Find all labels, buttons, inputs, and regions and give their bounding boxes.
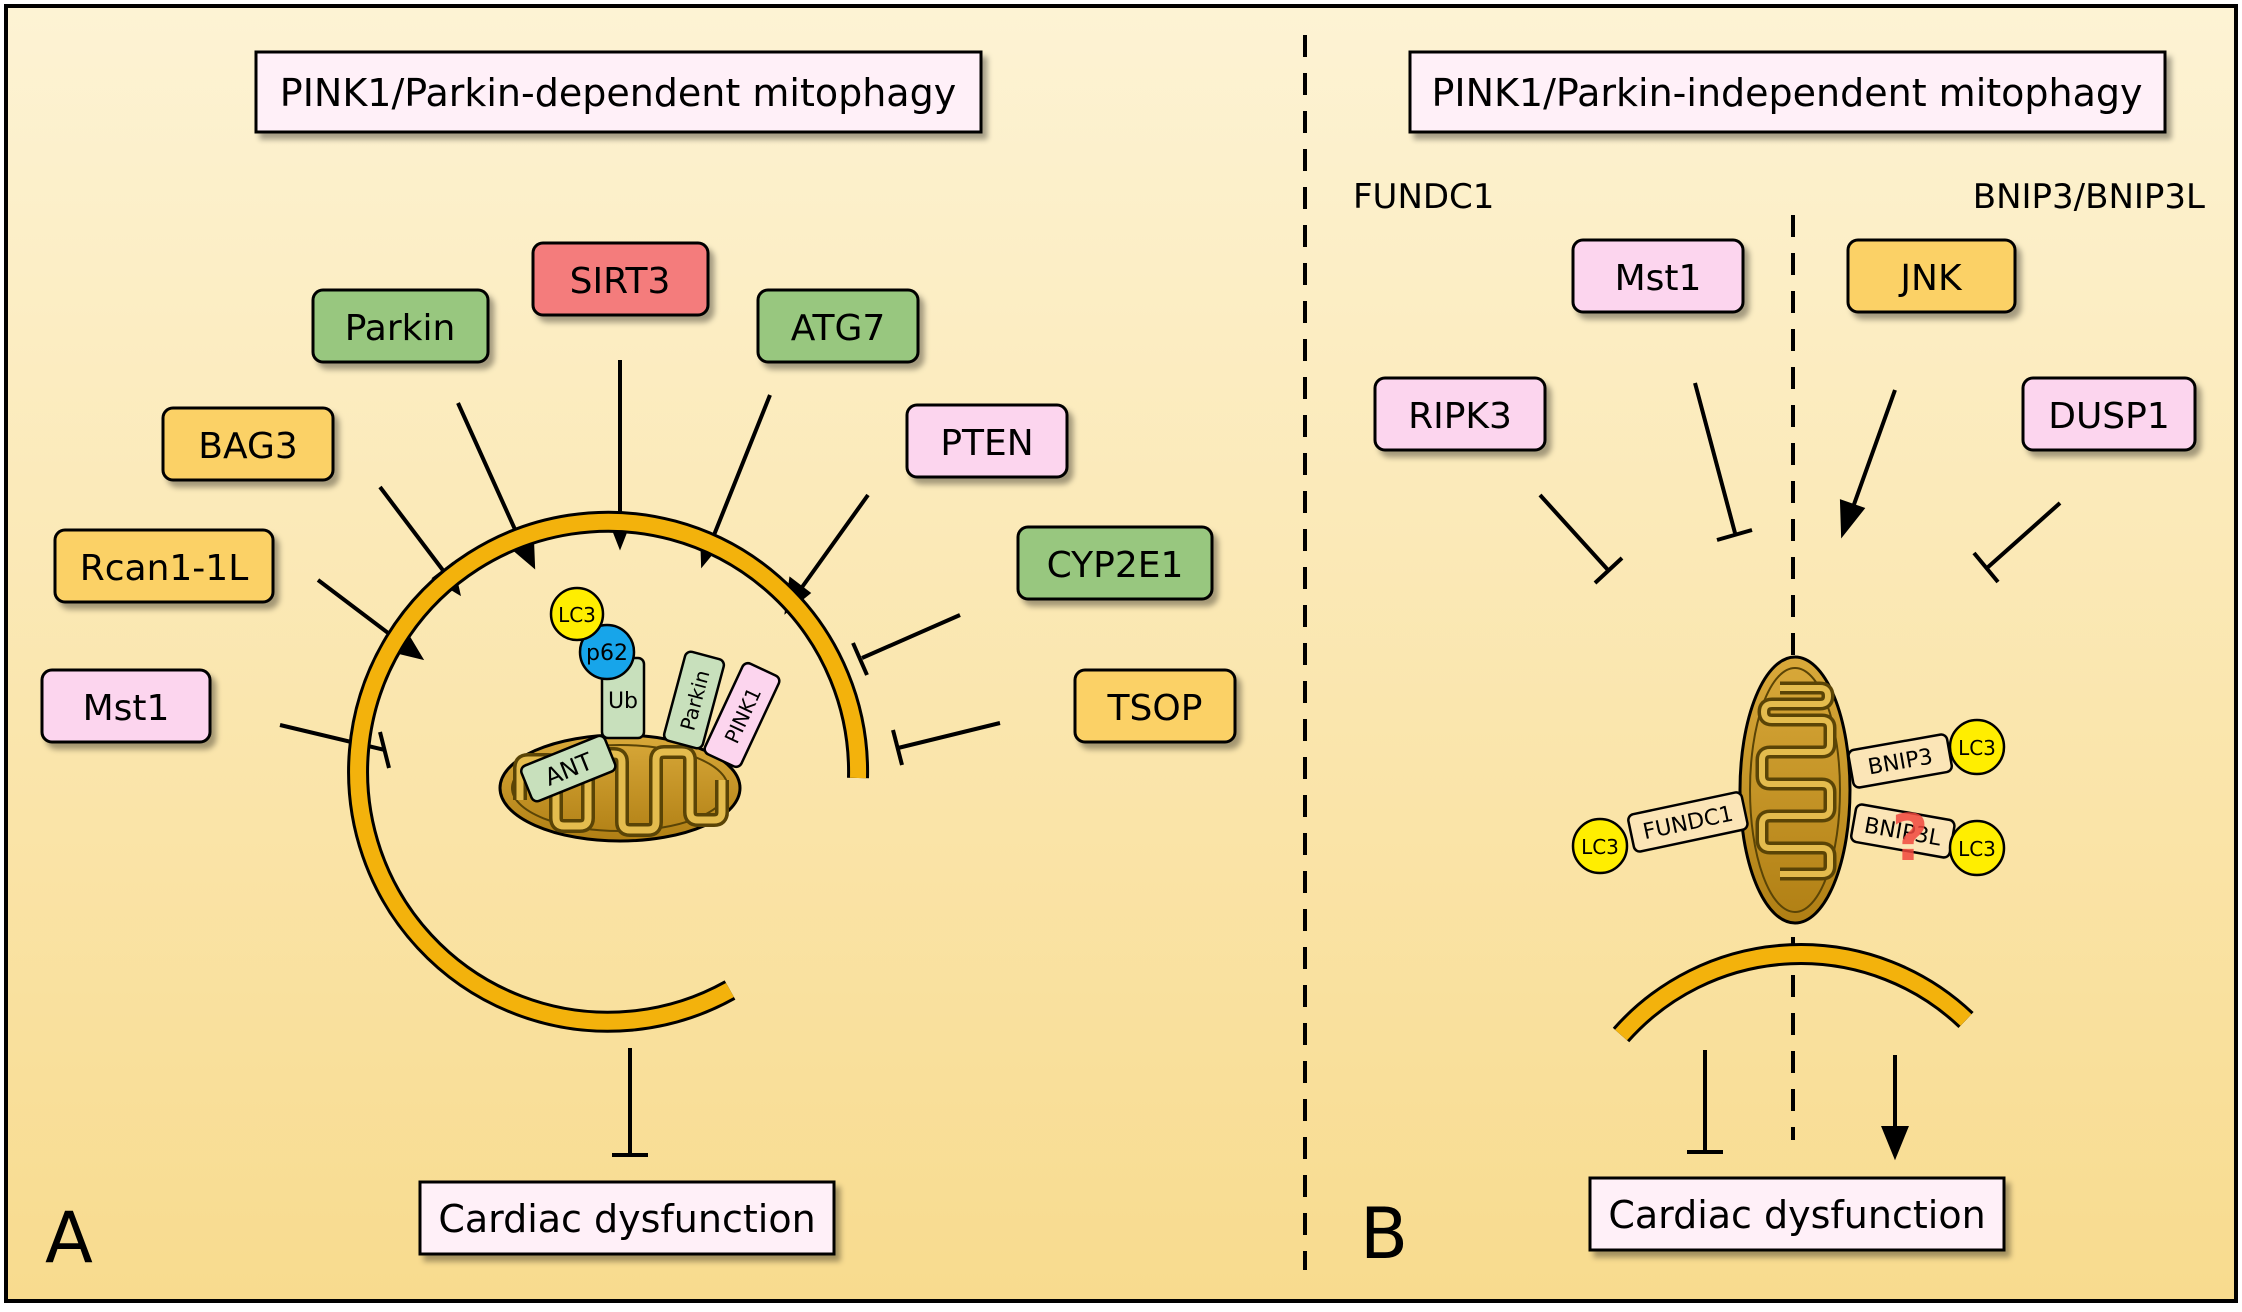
protein-lc3-fundc1: LC3: [1571, 817, 1629, 875]
question-mark: ?: [1891, 802, 1928, 876]
svg-text:RIPK3: RIPK3: [1408, 396, 1512, 437]
svg-text:Parkin: Parkin: [345, 308, 456, 349]
svg-text:Rcan1-1L: Rcan1-1L: [80, 548, 249, 589]
svg-text:TSOP: TSOP: [1107, 688, 1203, 729]
regulator-pten: PTEN: [905, 403, 1069, 479]
protein-parkin: Parkin: [662, 650, 726, 750]
svg-text:BAG3: BAG3: [198, 426, 298, 467]
regulator-mst1-b: Mst1: [1571, 238, 1745, 314]
svg-text:DUSP1: DUSP1: [2048, 396, 2170, 437]
panel-b: PINK1/Parkin-independent mitophagy FUNDC…: [1353, 50, 2205, 1275]
figure-background: [4, 4, 2238, 1303]
protein-fundc1: FUNDC1: [1627, 791, 1749, 853]
outcome-arrows-b: [1687, 1050, 1909, 1161]
protein-p62: p62: [578, 623, 636, 681]
panel-b-title: PINK1/Parkin-independent mitophagy: [1431, 71, 2142, 115]
panel-b-outcome: Cardiac dysfunction: [1608, 1193, 1985, 1237]
outcome-arrow-a: [612, 1048, 648, 1157]
regulator-dusp1: DUSP1: [2021, 376, 2197, 452]
svg-text:Ub: Ub: [608, 689, 638, 714]
panel-b-title-box: [1408, 50, 2167, 134]
panel-a-letter: A: [45, 1197, 93, 1279]
panel-a-outcome: Cardiac dysfunction: [438, 1197, 815, 1241]
protein-lc3-bnip3: LC3: [1948, 718, 2006, 776]
fundc1-pathway-label: FUNDC1: [1353, 177, 1494, 217]
regulator-tsop: TSOP: [1073, 668, 1237, 744]
panel-a-title: PINK1/Parkin-dependent mitophagy: [280, 71, 956, 115]
svg-text:CYP2E1: CYP2E1: [1047, 545, 1184, 586]
panel-a-title-box: [254, 50, 983, 134]
regulator-rcan1-1l: Rcan1-1L: [53, 528, 275, 604]
svg-text:LC3: LC3: [1581, 835, 1619, 859]
svg-text:PTEN: PTEN: [940, 423, 1033, 464]
regulator-bag3: BAG3: [161, 406, 335, 482]
panel-a-outcome-box: [418, 1180, 836, 1256]
svg-text:SIRT3: SIRT3: [570, 261, 671, 302]
svg-text:ATG7: ATG7: [791, 308, 886, 349]
panel-b-letter: B: [1360, 1193, 1408, 1275]
svg-text:LC3: LC3: [1958, 736, 1996, 760]
svg-text:LC3: LC3: [558, 603, 596, 627]
svg-text:LC3: LC3: [1958, 837, 1996, 861]
bnip3-pathway-label: BNIP3/BNIP3L: [1973, 177, 2205, 217]
protein-lc3: LC3: [549, 586, 605, 642]
svg-text:JNK: JNK: [1898, 258, 1963, 299]
regulator-arrows-b: [1538, 382, 2062, 585]
regulator-jnk: JNK: [1846, 238, 2017, 314]
svg-text:Mst1: Mst1: [1615, 258, 1702, 299]
regulator-mst1: Mst1: [40, 668, 212, 744]
regulator-sirt3: SIRT3: [531, 241, 710, 317]
regulator-cyp2e1: CYP2E1: [1016, 525, 1214, 601]
svg-text:p62: p62: [586, 641, 628, 666]
protein-bnip3l: BNIP3L: [1849, 803, 1956, 859]
panel-b-outcome-box: [1588, 1176, 2006, 1252]
mitochondrion-b: [1738, 655, 1852, 925]
svg-text:Mst1: Mst1: [83, 688, 170, 729]
regulator-parkin: Parkin: [311, 288, 490, 364]
regulator-atg7: ATG7: [756, 288, 920, 364]
protein-lc3-bnip3l: LC3: [1948, 819, 2006, 877]
protein-bnip3: BNIP3: [1847, 733, 1954, 789]
panel-a: PINK1/Parkin-dependent mitophagy Mst1 Rc…: [40, 50, 1237, 1279]
regulator-ripk3: RIPK3: [1373, 376, 1547, 452]
